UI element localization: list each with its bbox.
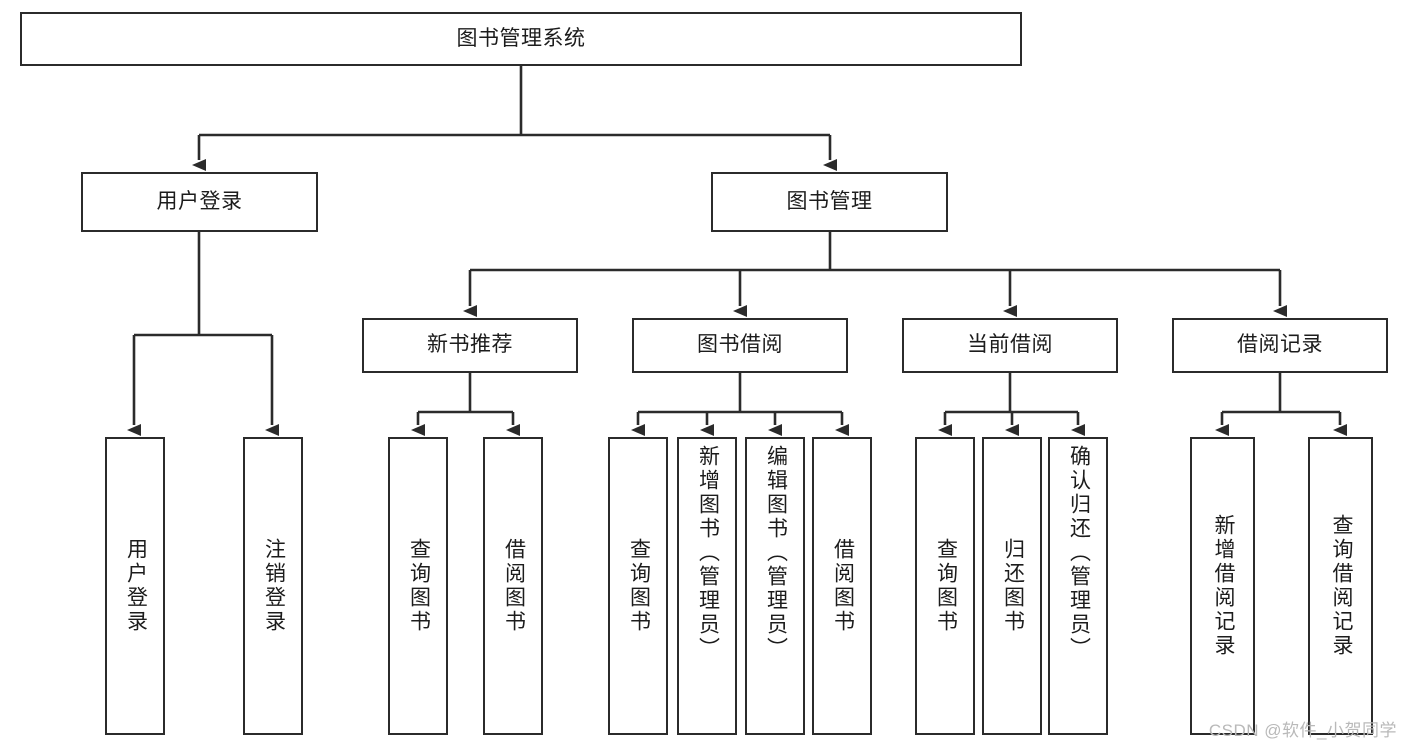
watermark-text: CSDN @软件_小贺同学: [1208, 721, 1397, 740]
node-new-book-recommend[interactable]: 新书推荐: [362, 318, 578, 373]
leaf-return-book-label: 归还图书: [1001, 538, 1025, 634]
leaf-borrow-book-new-label: 借阅图书: [502, 538, 526, 634]
leaf-user-login[interactable]: 用户登录: [105, 437, 165, 735]
leaf-borrow-book[interactable]: 借阅图书: [812, 437, 872, 735]
leaf-user-login-label: 用户登录: [124, 538, 148, 634]
leaf-borrow-book-label: 借阅图书: [831, 538, 855, 634]
leaf-confirm-return-admin-label: 确认归还（管理员）: [1067, 445, 1091, 661]
node-borrow-record-label: 借阅记录: [1237, 333, 1323, 357]
leaf-query-book-new-label: 查询图书: [407, 538, 431, 634]
leaf-add-borrow-record-label: 新增借阅记录: [1211, 514, 1235, 658]
leaf-edit-book-admin[interactable]: 编辑图书（管理员）: [745, 437, 805, 735]
node-borrow-record[interactable]: 借阅记录: [1172, 318, 1388, 373]
leaf-query-book-borrow[interactable]: 查询图书: [608, 437, 668, 735]
node-book-management-label: 图书管理: [786, 189, 873, 213]
node-current-borrow-label: 当前借阅: [967, 333, 1053, 357]
leaf-query-book-borrow-label: 查询图书: [627, 538, 651, 634]
node-root[interactable]: 图书管理系统: [20, 12, 1022, 66]
node-user-login-label: 用户登录: [156, 189, 243, 213]
leaf-query-book-new[interactable]: 查询图书: [388, 437, 448, 735]
node-user-login[interactable]: 用户登录: [81, 172, 318, 232]
leaf-logout-label: 注销登录: [262, 538, 286, 634]
node-book-borrow[interactable]: 图书借阅: [632, 318, 848, 373]
leaf-query-book-current-label: 查询图书: [934, 538, 958, 634]
node-current-borrow[interactable]: 当前借阅: [902, 318, 1118, 373]
leaf-query-borrow-record[interactable]: 查询借阅记录: [1308, 437, 1373, 735]
leaf-query-book-current[interactable]: 查询图书: [915, 437, 975, 735]
leaf-confirm-return-admin[interactable]: 确认归还（管理员）: [1048, 437, 1108, 735]
leaf-query-borrow-record-label: 查询借阅记录: [1329, 514, 1353, 658]
leaf-add-book-admin[interactable]: 新增图书（管理员）: [677, 437, 737, 735]
node-root-label: 图书管理系统: [456, 26, 586, 50]
leaf-return-book[interactable]: 归还图书: [982, 437, 1042, 735]
node-book-borrow-label: 图书借阅: [697, 333, 783, 357]
leaf-borrow-book-new[interactable]: 借阅图书: [483, 437, 543, 735]
node-new-book-recommend-label: 新书推荐: [427, 333, 513, 357]
leaf-logout[interactable]: 注销登录: [243, 437, 303, 735]
leaf-edit-book-admin-label: 编辑图书（管理员）: [764, 445, 788, 661]
leaf-add-borrow-record[interactable]: 新增借阅记录: [1190, 437, 1255, 735]
leaf-add-book-admin-label: 新增图书（管理员）: [696, 445, 720, 661]
node-book-management[interactable]: 图书管理: [711, 172, 948, 232]
